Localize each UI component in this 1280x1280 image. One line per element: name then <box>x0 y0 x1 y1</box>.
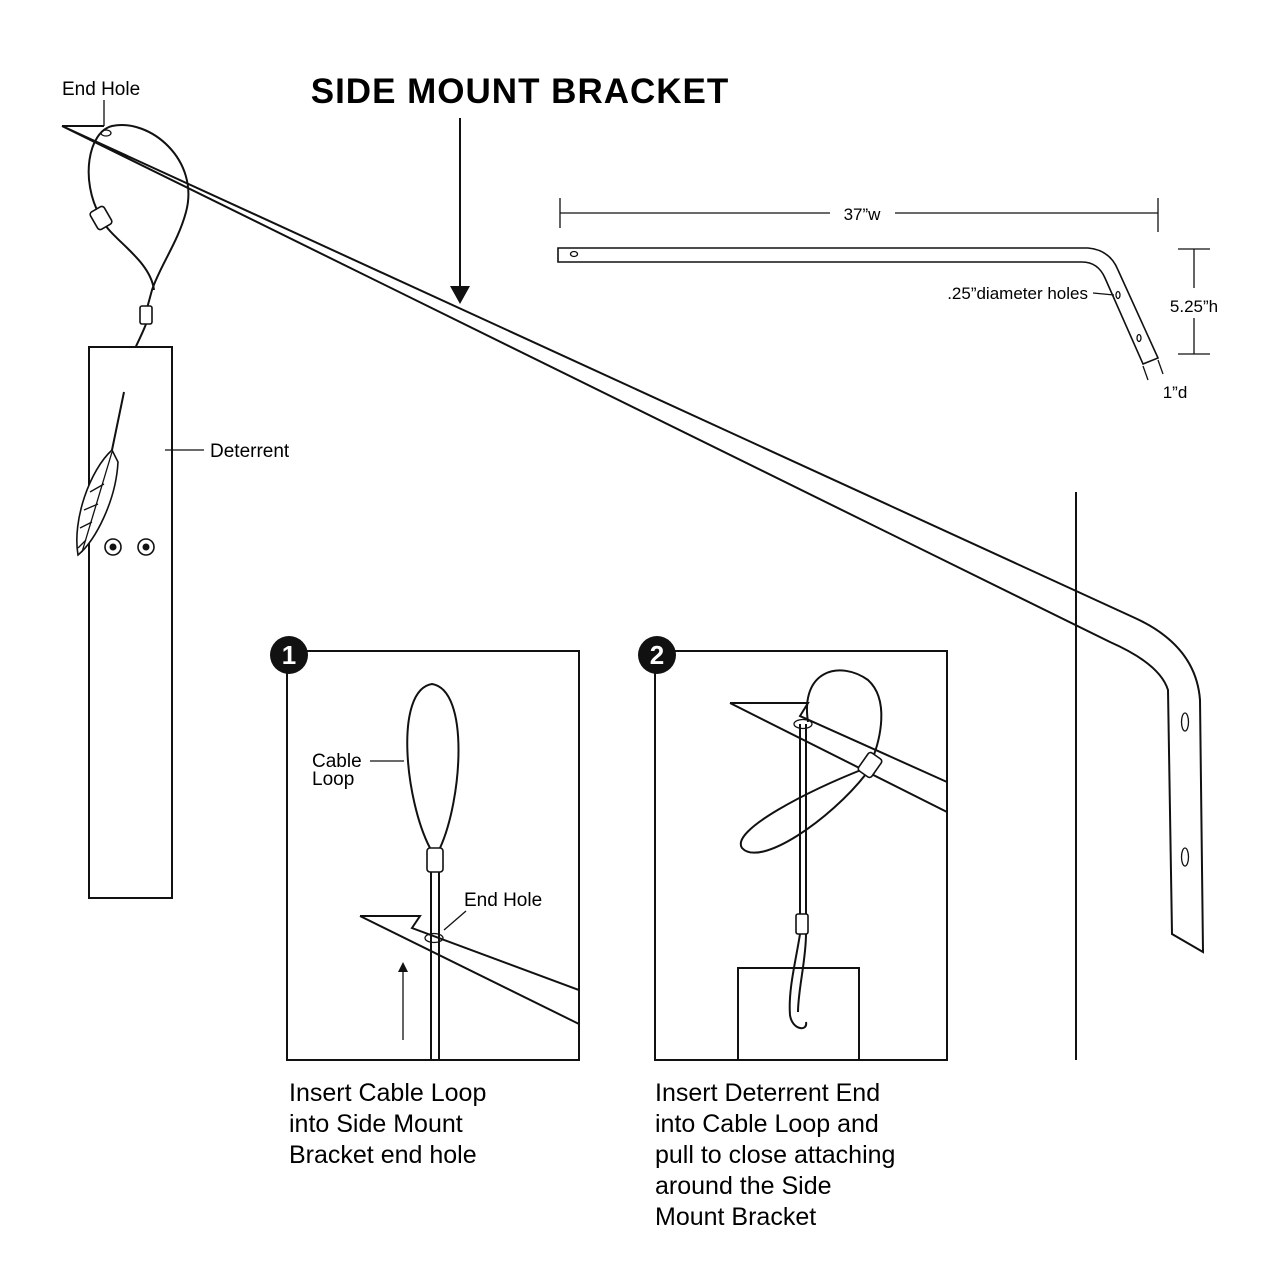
step-1-cable-label-2: Loop <box>312 769 354 790</box>
step-2-end-hole <box>793 718 813 730</box>
holes-label: .25”diameter holes <box>947 284 1088 303</box>
bracket-mount-hole-bottom <box>1180 847 1190 867</box>
depth-label: 1”d <box>1163 383 1188 402</box>
cable-crimp <box>89 205 113 231</box>
step-2-caption-line-5: Mount Bracket <box>655 1203 816 1231</box>
height-label: 5.25”h <box>1170 297 1218 316</box>
step-2-cable-upper <box>805 669 883 761</box>
deterrent-feather <box>76 391 125 557</box>
step-1-end-hole-label: End Hole <box>464 890 542 911</box>
step-2-sleeve <box>795 913 809 935</box>
step-2-cable-loop <box>739 767 867 854</box>
step-2-badge <box>638 636 676 674</box>
step-2-crimp <box>857 751 883 779</box>
step-1-cable-loop <box>406 682 460 849</box>
step-2-caption-line-4: around the Side <box>655 1172 832 1200</box>
dimension-hole-mid <box>1115 290 1121 300</box>
step-2-number: 2 <box>650 640 664 670</box>
step-1-cable-label-1: Cable <box>312 751 362 772</box>
cable-end-sleeve <box>139 305 153 325</box>
step-2-caption-line-3: pull to close attaching <box>655 1141 895 1169</box>
bracket-mount-hole-top <box>1180 712 1190 732</box>
dimension-hole-low <box>1136 333 1142 343</box>
step-1-caption-line-3: Bracket end hole <box>289 1141 477 1169</box>
step-2-caption-line-2: into Cable Loop and <box>655 1110 879 1138</box>
diagram-title: SIDE MOUNT BRACKET <box>311 72 730 111</box>
step-2-caption-line-1: Insert Deterrent End <box>655 1079 880 1107</box>
step-1-end-hole <box>424 932 444 944</box>
step-1-caption-line-1: Insert Cable Loop <box>289 1079 486 1107</box>
dimension-diagram: 37”w .25”diameter holes 5.25”h 1”d <box>557 198 1218 402</box>
step-1-number: 1 <box>282 640 296 670</box>
step-1-crimp <box>426 847 444 873</box>
step-2-panel: 2 <box>638 636 948 1061</box>
step-2-deterrent <box>737 967 860 1061</box>
dimension-hole-end <box>569 250 579 258</box>
deterrent-eye-right <box>137 538 155 556</box>
deterrent-eye-left <box>104 538 122 556</box>
step-1-badge <box>270 636 308 674</box>
step-1-caption-line-2: into Side Mount <box>289 1110 463 1138</box>
main-bracket <box>61 125 1205 954</box>
deterrent-label: Deterrent <box>210 441 290 462</box>
width-label: 37”w <box>844 205 882 224</box>
title-arrow <box>450 118 470 304</box>
step-1-panel: 1 Cable Loop End Hole <box>270 636 580 1061</box>
deterrent-panel <box>88 346 173 899</box>
end-hole-label: End Hole <box>62 79 140 100</box>
dimension-bracket <box>557 247 1160 366</box>
